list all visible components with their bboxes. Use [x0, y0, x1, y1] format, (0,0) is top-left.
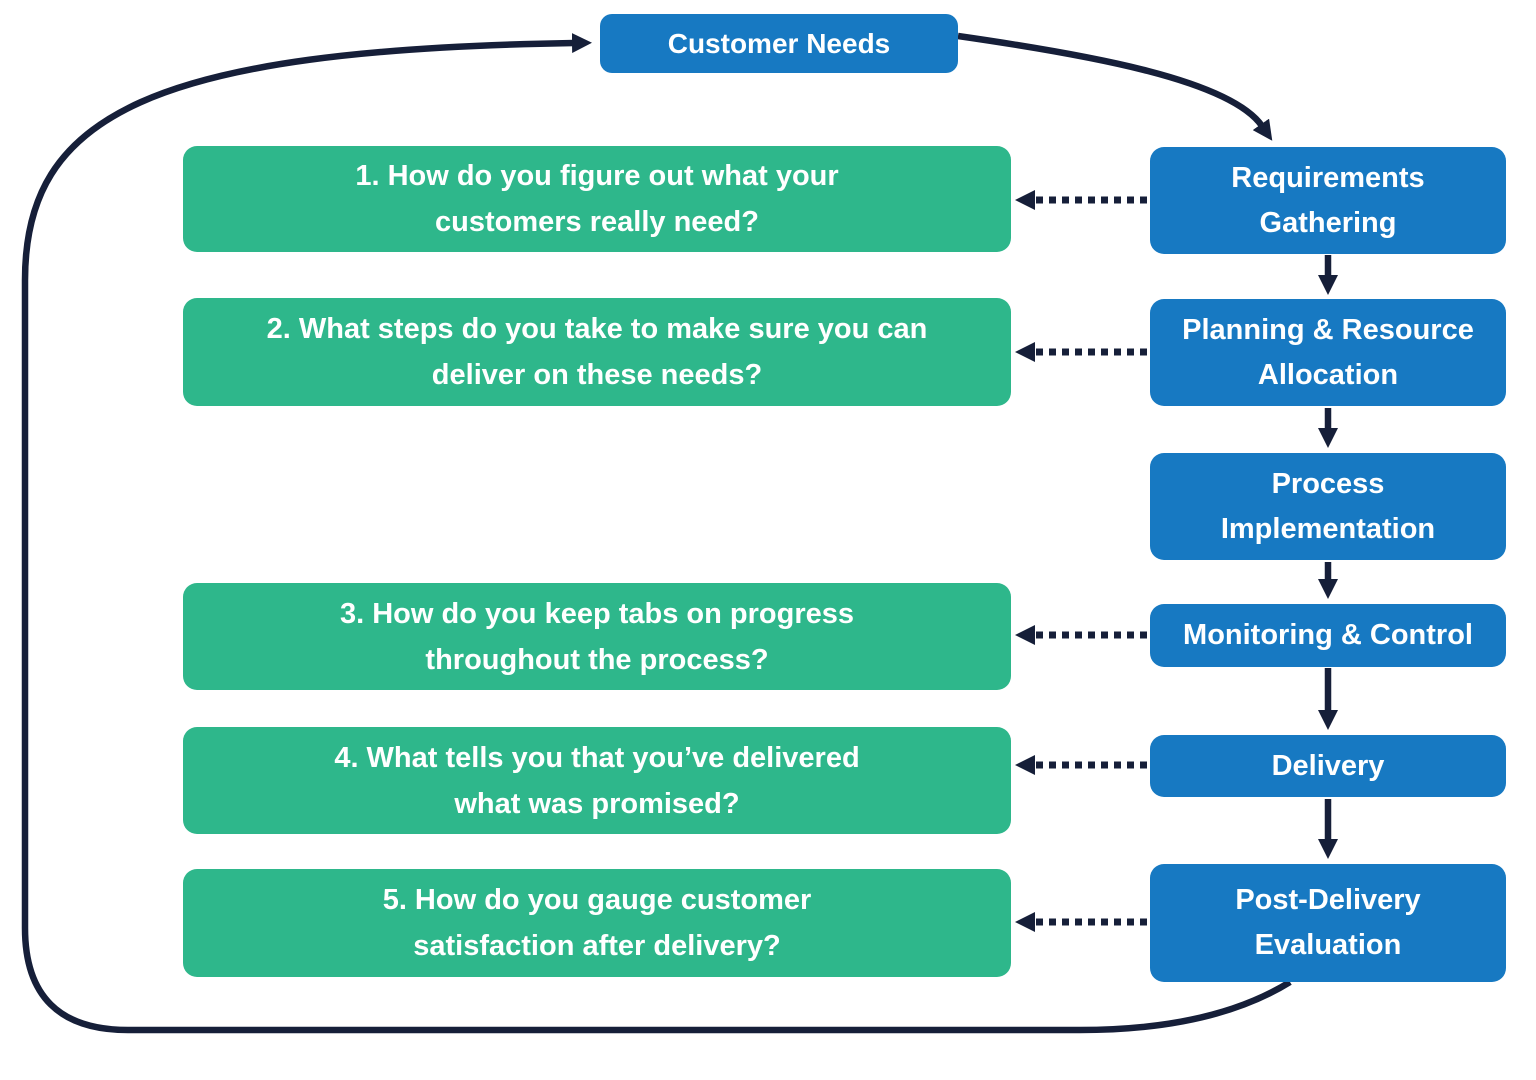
feedback-loop-arrow — [21, 33, 1292, 1034]
stage-label-line: Planning & Resource — [1182, 313, 1474, 346]
customer-needs-label: Customer Needs — [667, 27, 891, 59]
stage-planning-resource-allocation: Planning & Resource Allocation — [1150, 299, 1506, 406]
stage-label-line: Gathering — [1259, 206, 1397, 239]
customer-needs-node: Customer Needs — [600, 14, 958, 73]
question-label-line: throughout the process? — [425, 643, 769, 676]
question-label-line: what was promised? — [454, 787, 740, 820]
stage-process-implementation: Process Implementation — [1150, 453, 1506, 560]
question-label-line: satisfaction after delivery? — [413, 930, 781, 962]
stage-requirements-gathering: Requirements Gathering — [1150, 147, 1506, 254]
question-label-line: 2. What steps do you take to make sure y… — [266, 313, 928, 345]
stage-label-line: Process — [1271, 467, 1385, 500]
stage-monitoring-control: Monitoring & Control — [1150, 604, 1506, 667]
stage-label-line: Allocation — [1257, 358, 1399, 391]
question-5-node: 5. How do you gauge customer satisfactio… — [183, 869, 1011, 977]
question-1-node: 1. How do you figure out what your custo… — [183, 146, 1011, 252]
question-3-node: 3. How do you keep tabs on progress thro… — [183, 583, 1011, 690]
stage-label-line: Requirements — [1231, 161, 1425, 194]
stage-delivery: Delivery — [1150, 735, 1506, 797]
stage-label-line: Post-Delivery — [1235, 884, 1421, 916]
question-label-line: deliver on these needs? — [431, 359, 763, 391]
stage-label-line: Evaluation — [1254, 929, 1402, 961]
stage-label-line: Implementation — [1220, 512, 1436, 545]
question-label-line: 4. What tells you that you’ve delivered — [334, 741, 860, 774]
question-2-node: 2. What steps do you take to make sure y… — [183, 298, 1011, 406]
question-label-line: customers really need? — [435, 206, 759, 238]
customer-to-requirements-arrow — [957, 32, 1273, 141]
stage-label-line: Delivery — [1271, 749, 1385, 782]
question-label-line: 1. How do you figure out what your — [355, 160, 839, 192]
question-label-line: 5. How do you gauge customer — [382, 884, 812, 916]
question-4-node: 4. What tells you that you’ve delivered … — [183, 727, 1011, 834]
question-label-line: 3. How do you keep tabs on progress — [339, 597, 855, 630]
stage-post-delivery-evaluation: Post-Delivery Evaluation — [1150, 864, 1506, 982]
stage-label-line: Monitoring & Control — [1183, 619, 1473, 651]
